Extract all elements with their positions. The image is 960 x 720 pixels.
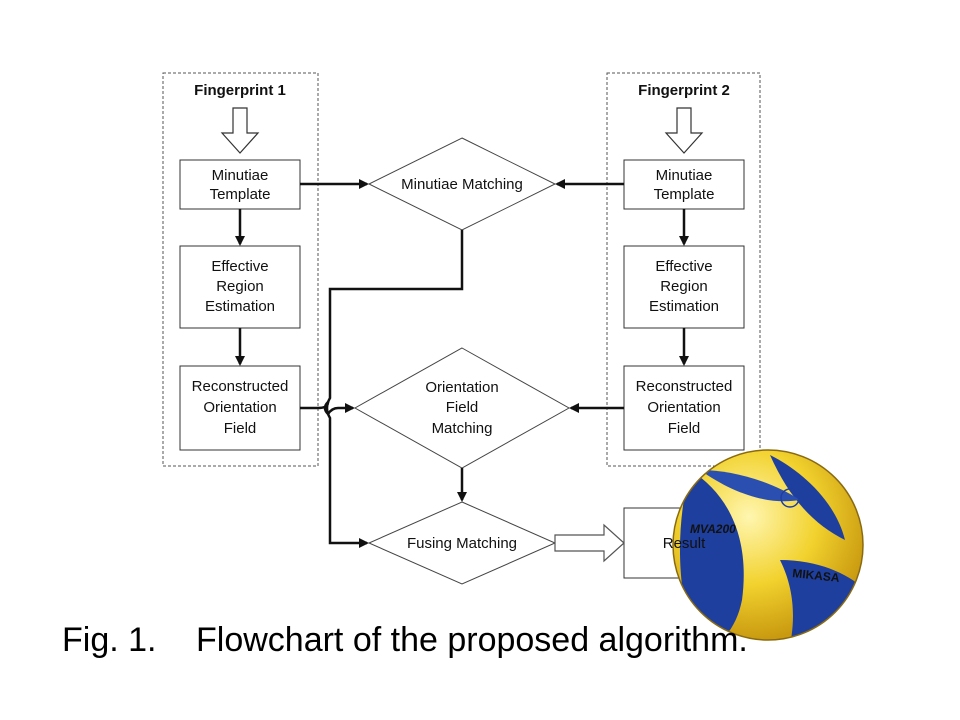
right-reconstructed-field-line-2: Orientation — [647, 399, 720, 416]
orientation-matching-line-3: Matching — [432, 420, 493, 437]
left-input-hollow-arrow — [220, 107, 260, 154]
left-effective-region-line-2: Region — [216, 278, 264, 295]
left-panel-title: Fingerprint 1 — [194, 82, 286, 99]
orientation-matching-line-1: Orientation — [425, 379, 498, 396]
right-effective-region-box: Effective Region Estimation — [623, 245, 745, 329]
right-effective-region-line-1: Effective — [655, 258, 712, 275]
ball-model-text: MVA200 — [690, 522, 736, 536]
right-panel-title: Fingerprint 2 — [638, 82, 730, 99]
ball-brand-text: MIKASA — [792, 566, 841, 585]
orientation-matching-line-2: Field — [446, 399, 479, 416]
left-minutiae-template-line-1: Minutiae — [212, 167, 269, 184]
right-effective-region-line-3: Estimation — [649, 298, 719, 315]
left-reconstructed-field-line-2: Orientation — [203, 399, 276, 416]
arrow-left-field-to-orientation-matching — [300, 398, 355, 416]
left-effective-region-line-3: Estimation — [205, 298, 275, 315]
right-reconstructed-field-box: Reconstructed Orientation Field — [623, 365, 745, 451]
fusing-matching-diamond: Fusing Matching — [367, 501, 557, 585]
right-fingerprint-panel: Fingerprint 2 — [606, 72, 761, 467]
left-minutiae-template-box: Minutiae Template — [179, 159, 301, 210]
left-reconstructed-field-box: Reconstructed Orientation Field — [179, 365, 301, 451]
left-fingerprint-panel: Fingerprint 1 — [162, 72, 319, 467]
hollow-arrow-fusing-to-result — [554, 523, 625, 563]
result-label: Result — [663, 535, 706, 552]
minutiae-matching-diamond: Minutiae Matching — [367, 137, 557, 231]
right-minutiae-template-line-2: Template — [654, 186, 715, 203]
caption-number: Fig. 1. — [62, 621, 156, 659]
figure-caption: Fig. 1. Flowchart of the proposed algori… — [62, 621, 748, 659]
fusing-matching-label: Fusing Matching — [407, 535, 517, 552]
right-input-hollow-arrow — [664, 107, 704, 154]
right-effective-region-line-2: Region — [660, 278, 708, 295]
left-reconstructed-field-line-3: Field — [224, 420, 257, 437]
arrow-minutiae-matching-to-fusing — [325, 230, 464, 548]
minutiae-matching-label: Minutiae Matching — [401, 176, 523, 193]
right-minutiae-template-line-1: Minutiae — [656, 167, 713, 184]
right-minutiae-template-box: Minutiae Template — [623, 159, 745, 210]
left-effective-region-box: Effective Region Estimation — [179, 245, 301, 329]
caption-text: Flowchart of the proposed algorithm. — [196, 621, 748, 659]
right-reconstructed-field-line-3: Field — [668, 420, 701, 437]
left-minutiae-template-line-2: Template — [210, 186, 271, 203]
orientation-field-matching-diamond: Orientation Field Matching — [353, 347, 571, 469]
left-reconstructed-field-line-1: Reconstructed — [192, 378, 289, 395]
right-reconstructed-field-line-1: Reconstructed — [636, 378, 733, 395]
left-effective-region-line-1: Effective — [211, 258, 268, 275]
